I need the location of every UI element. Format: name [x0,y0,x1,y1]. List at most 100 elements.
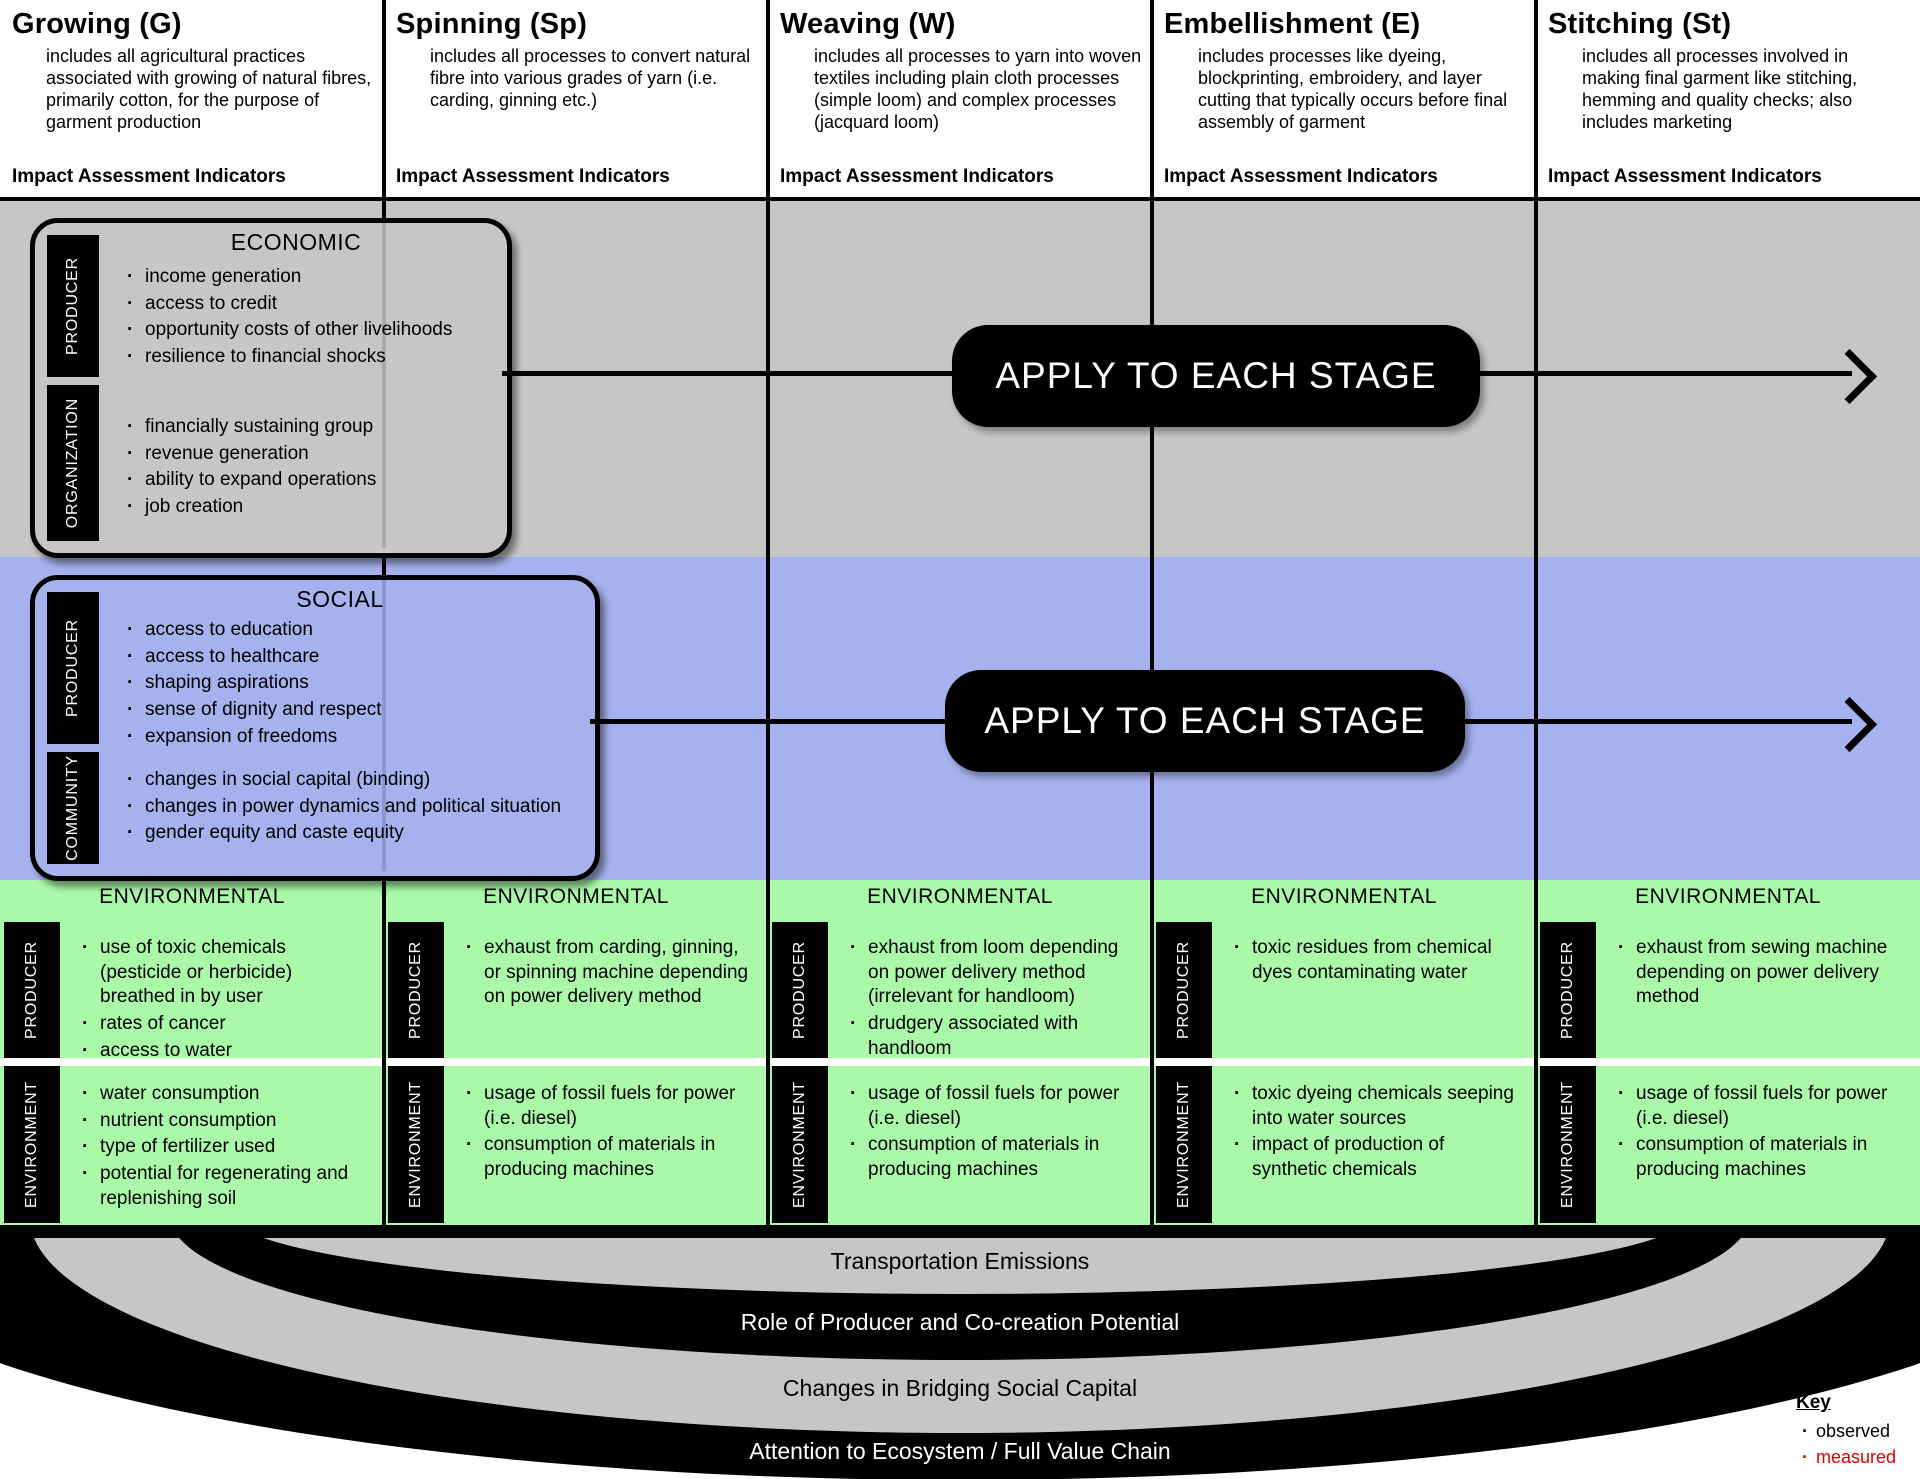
legend-title: Key [1796,1392,1831,1413]
producer-label-text: PRODUCER [1175,941,1192,1039]
list-item: access to education [119,618,585,643]
stage-description: includes processes like dyeing, blockpri… [1198,46,1508,132]
legend: Key observed measured [1782,1392,1920,1470]
env-producer-list: exhaust from carding, ginning, or spinni… [458,936,756,1012]
environmental-title: ENVIRONMENTAL [483,885,669,908]
bowl-top-bar [0,1225,1920,1238]
stage-header-growing: Growing (G) includes all agricultural pr… [0,0,384,197]
column-divider-2 [766,0,770,1225]
env-producer-list: use of toxic chemicals (pesticide or her… [74,936,372,1065]
community-label-text: COMMUNITY [64,755,81,861]
list-item: resilience to financial shocks [119,345,497,370]
economic-producer-list: income generation access to credit oppor… [119,265,497,372]
list-item: opportunity costs of other livelihoods [119,318,497,343]
organization-label-text: ORGANIZATION [64,397,81,529]
environmental-title: ENVIRONMENTAL [867,885,1053,908]
environment-label-text: ENVIRONMENT [23,1080,40,1209]
environment-row-label: ENVIRONMENT [772,1066,828,1223]
list-item: expansion of freedoms [119,725,585,750]
producer-row-label: PRODUCER [4,922,60,1058]
list-item: potential for regenerating and replenish… [74,1162,372,1211]
apply-to-each-stage-pill-economic: APPLY TO EACH STAGE [952,325,1480,427]
stage-title: Growing (G) [12,8,182,40]
environmental-title: ENVIRONMENTAL [1635,885,1821,908]
environment-row-label: ENVIRONMENT [1156,1066,1212,1223]
environmental-section-stitching: ENVIRONMENTAL PRODUCER ENVIRONMENT exhau… [1536,880,1920,1225]
list-item: income generation [119,265,497,290]
list-item: usage of fossil fuels for power (i.e. di… [458,1082,756,1131]
list-item: access to credit [119,292,497,317]
environmental-section-growing: ENVIRONMENTAL PRODUCER ENVIRONMENT use o… [0,880,384,1225]
list-item: sense of dignity and respect [119,698,585,723]
env-environment-list: usage of fossil fuels for power (i.e. di… [458,1082,756,1185]
list-item: changes in social capital (binding) [119,768,589,793]
stage-description: includes all processes involved in makin… [1582,46,1858,132]
list-item: rates of cancer [74,1012,372,1037]
producer-label-text: PRODUCER [791,941,808,1039]
legend-list: observed measured [1782,1418,1920,1470]
environment-label-text: ENVIRONMENT [407,1080,424,1209]
list-item: toxic residues from chemical dyes contam… [1226,936,1524,985]
list-item: use of toxic chemicals (pesticide or her… [74,936,372,1010]
list-item: exhaust from carding, ginning, or spinni… [458,936,756,1010]
economic-organization-list: financially sustaining group revenue gen… [119,415,497,522]
divider-ghost-economic [382,218,386,548]
producer-row-label: PRODUCER [1156,922,1212,1058]
social-indicators-box: SOCIAL PRODUCER COMMUNITY access to educ… [30,575,600,881]
producer-row-label: PRODUCER [772,922,828,1058]
list-item: exhaust from loom depending on power del… [842,936,1140,1010]
producer-row-label: PRODUCER [47,235,99,377]
arc-label-bridging-social-capital: Changes in Bridging Social Capital [782,1375,1138,1401]
list-item: gender equity and caste equity [119,821,589,846]
divider-ghost-social [382,575,386,871]
stage-header-spinning: Spinning (Sp) includes all processes to … [384,0,768,197]
environment-label-text: ENVIRONMENT [1175,1080,1192,1209]
list-item: consumption of materials in producing ma… [1610,1133,1908,1182]
social-producer-list: access to education access to healthcare… [119,618,585,751]
environmental-section-embellishment: ENVIRONMENTAL PRODUCER ENVIRONMENT toxic… [1152,880,1536,1225]
list-item: revenue generation [119,442,497,467]
stage-description: includes all processes to yarn into wove… [814,46,1142,132]
list-item: access to healthcare [119,645,585,670]
impact-assessment-indicators-label: Impact Assessment Indicators [1548,166,1822,187]
list-item: job creation [119,495,497,520]
environmental-section-weaving: ENVIRONMENTAL PRODUCER ENVIRONMENT exhau… [768,880,1152,1225]
impact-assessment-indicators-label: Impact Assessment Indicators [780,166,1054,187]
stage-description: includes all processes to convert natura… [430,46,751,110]
list-item: drudgery associated with handloom [842,1012,1140,1061]
producer-label-text: PRODUCER [407,941,424,1039]
environmental-section-spinning: ENVIRONMENTAL PRODUCER ENVIRONMENT exhau… [384,880,768,1225]
stage-title: Stitching (St) [1548,8,1732,40]
producer-row-label: PRODUCER [1540,922,1596,1058]
cross-cutting-arcs: Transportation Emissions Role of Produce… [0,1225,1920,1479]
env-producer-list: exhaust from sewing machine depending on… [1610,936,1908,1012]
stage-header-embellishment: Embellishment (E) includes processes lik… [1152,0,1536,197]
env-producer-list: exhaust from loom depending on power del… [842,936,1140,1063]
environmental-title: ENVIRONMENTAL [1251,885,1437,908]
list-item: changes in power dynamics and political … [119,795,589,820]
apply-to-each-stage-pill-social: APPLY TO EACH STAGE [945,670,1465,772]
impact-assessment-indicators-label: Impact Assessment Indicators [12,166,286,187]
list-item: nutrient consumption [74,1109,372,1134]
list-item: impact of production of synthetic chemic… [1226,1133,1524,1182]
list-item: usage of fossil fuels for power (i.e. di… [1610,1082,1908,1131]
list-item: usage of fossil fuels for power (i.e. di… [842,1082,1140,1131]
env-producer-list: toxic residues from chemical dyes contam… [1226,936,1524,987]
impact-assessment-indicators-label: Impact Assessment Indicators [1164,166,1438,187]
column-divider-3 [1150,0,1154,1225]
list-item: financially sustaining group [119,415,497,440]
producer-label-text: PRODUCER [23,941,40,1039]
economic-indicators-box: ECONOMIC PRODUCER ORGANIZATION income ge… [30,218,512,558]
stage-header-weaving: Weaving (W) includes all processes to ya… [768,0,1152,197]
legend-item-observed: observed [1782,1418,1920,1444]
list-item: type of fertilizer used [74,1135,372,1160]
environment-label-text: ENVIRONMENT [791,1080,808,1209]
organization-row-label: ORGANIZATION [47,385,99,541]
list-item: toxic dyeing chemicals seeping into wate… [1226,1082,1524,1131]
stage-title: Embellishment (E) [1164,8,1421,40]
environment-row-label: ENVIRONMENT [4,1066,60,1223]
header-separator-line [0,197,1920,201]
producer-label-text: PRODUCER [64,257,81,355]
env-environment-list: usage of fossil fuels for power (i.e. di… [842,1082,1140,1185]
